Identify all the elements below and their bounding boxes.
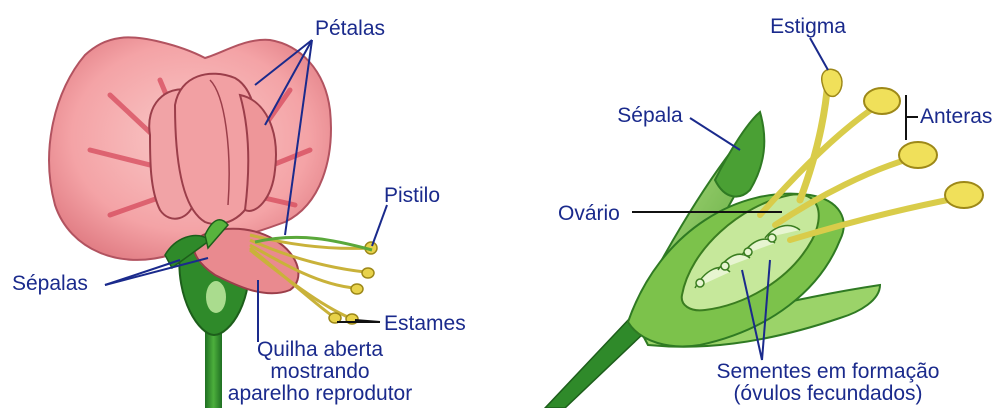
label-estames: Estames bbox=[384, 312, 466, 335]
label-estigma: Estigma bbox=[770, 15, 846, 38]
label-sepala: Sépala bbox=[617, 104, 683, 127]
label-quilha-line3: aparelho reprodutor bbox=[228, 382, 412, 405]
label-ovario: Ovário bbox=[558, 202, 620, 225]
label-quilha-line1: Quilha aberta bbox=[257, 338, 383, 361]
label-quilha-line2: mostrando bbox=[270, 360, 369, 383]
label-petalas: Pétalas bbox=[315, 17, 385, 40]
right-style bbox=[800, 80, 828, 200]
right-sepal-front bbox=[715, 112, 764, 197]
right-stem bbox=[545, 318, 645, 408]
label-pistilo: Pistilo bbox=[384, 184, 440, 207]
label-sepalas: Sépalas bbox=[12, 272, 88, 295]
label-sementes-line1: Sementes em formação bbox=[717, 360, 940, 383]
label-sementes-line2: (óvulos fecundados) bbox=[733, 382, 922, 405]
right-flower: Estigma Sépala Anteras Ovário Sementes e… bbox=[545, 15, 992, 408]
label-anteras: Anteras bbox=[920, 105, 992, 128]
left-flower: Pétalas Pistilo Sépalas Estames Quilha a… bbox=[12, 17, 466, 408]
left-receptacle-highlight bbox=[206, 281, 226, 313]
